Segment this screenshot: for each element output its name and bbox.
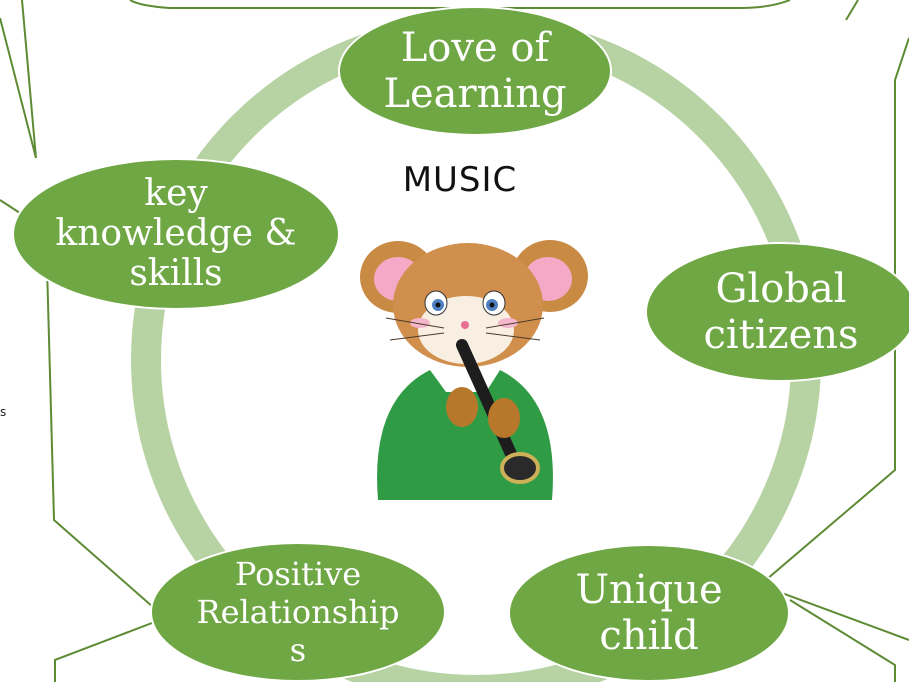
node-unique-child: Unique child — [508, 544, 790, 682]
node-label: Positive Relationship s — [196, 555, 400, 669]
node-love-of-learning: Love of Learning — [338, 6, 612, 136]
diagram-title: MUSIC — [402, 160, 518, 200]
callout-right-box — [758, 37, 909, 641]
node-global-citizens: Global citizens — [645, 242, 909, 382]
node-positive-relationships: Positive Relationship s — [150, 542, 446, 682]
callout-bottom-right — [789, 599, 896, 682]
callout-top-right-pointer — [845, 0, 859, 21]
node-label: Unique child — [575, 567, 723, 659]
callout-top-left-pointer — [0, 0, 37, 159]
mouse-illustration — [360, 240, 588, 500]
callout-bottom-left — [54, 617, 166, 682]
stray-text: s — [0, 405, 7, 419]
node-key-knowledge-skills: key knowledge & skills — [12, 158, 340, 310]
node-label: Global citizens — [703, 266, 859, 358]
node-label: key knowledge & skills — [55, 173, 297, 294]
node-label: Love of Learning — [383, 25, 567, 117]
